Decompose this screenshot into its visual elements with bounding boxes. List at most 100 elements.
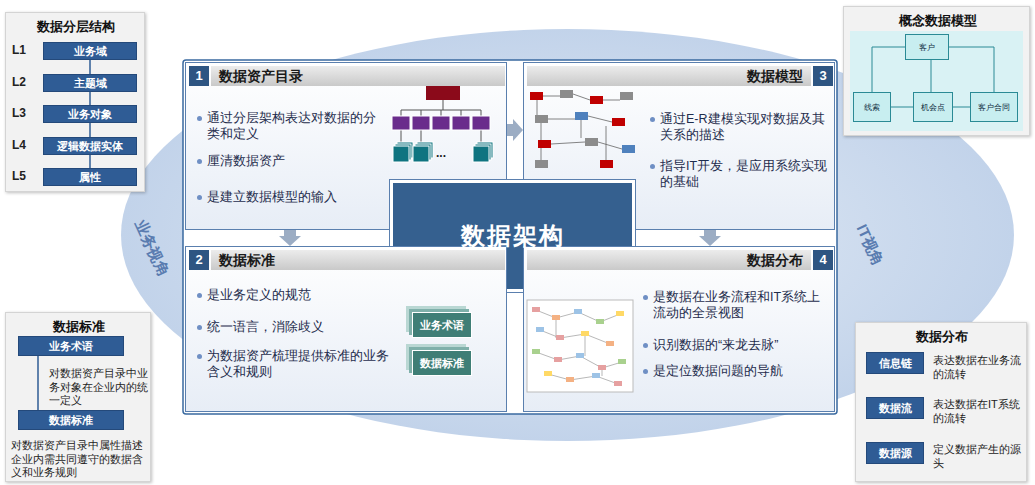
stacked-card: 数据标准 bbox=[412, 350, 472, 376]
flow-arrow bbox=[507, 124, 513, 136]
er-entity bbox=[538, 140, 551, 148]
connector-line bbox=[891, 107, 913, 108]
bullet-text: 为数据资产梳理提供标准的业务含义和规则 bbox=[196, 348, 401, 380]
entity-stack bbox=[395, 144, 411, 160]
distribution-panel: 数据分布表达数据在业务流的流转表达数据在IT系统的流转定义数据产生的源头信息链数… bbox=[855, 322, 1027, 482]
node-text: 3 bbox=[813, 66, 833, 86]
layer-box: 主题域 bbox=[43, 74, 137, 92]
hierarchy-illustration bbox=[392, 86, 493, 162]
text-slot: 定义数据产生的源头 bbox=[933, 442, 1025, 470]
text-slot: 数据分层结构 bbox=[6, 18, 146, 36]
node-text: 数据分布 bbox=[856, 328, 1028, 346]
connector-line bbox=[949, 47, 994, 92]
flow-item bbox=[566, 377, 574, 382]
node-text: 数据模型 bbox=[527, 66, 811, 86]
text-slot: 为数据资产梳理提供标准的业务含义和规则 bbox=[196, 348, 401, 380]
node-text: 1 bbox=[189, 66, 209, 86]
text-slot: 表达数据在业务流的流转 bbox=[933, 353, 1025, 381]
tbar-shape: 数据模型 bbox=[527, 66, 811, 86]
er-lines bbox=[537, 94, 622, 160]
flow-arrow bbox=[704, 230, 716, 236]
domain-cell bbox=[472, 116, 490, 130]
term-box: 数据标准 bbox=[18, 410, 124, 430]
label-slot: L4 bbox=[12, 138, 36, 152]
flow-item bbox=[544, 371, 552, 376]
flow-item bbox=[592, 373, 600, 378]
text-slot: 业务域 bbox=[74, 44, 107, 59]
bullet-text: 通过分层架构表达对数据的分类和定义 bbox=[196, 110, 386, 142]
text-slot: 是业务定义的规范 bbox=[196, 287, 401, 303]
bullet-text: 指导IT开发，是应用系统实现的基础 bbox=[649, 158, 831, 190]
node-text: 对数据资产目录中属性描述企业内需共同遵守的数据含义和业务规则 bbox=[11, 439, 147, 480]
node-text: 数据标准 bbox=[211, 250, 505, 270]
text-slot: 概念数据模型 bbox=[844, 12, 1031, 30]
entity-stack bbox=[473, 146, 489, 162]
flow-map-frame bbox=[527, 300, 633, 392]
bullet-text: 是数据在业务流程和IT系统上流动的全景视图 bbox=[642, 289, 832, 321]
text-slot: 对数据资产目录中属性描述企业内需共同遵守的数据含义和业务规则 bbox=[11, 439, 147, 480]
domain-cell bbox=[452, 116, 470, 130]
term-box: 信息链 bbox=[866, 352, 924, 374]
bullet-text: 是业务定义的规范 bbox=[196, 287, 401, 303]
entity-box: 线索 bbox=[853, 92, 891, 122]
main-frame bbox=[183, 60, 837, 414]
er-entity bbox=[585, 138, 598, 146]
entity-stack bbox=[477, 142, 493, 158]
entity-stack bbox=[475, 144, 491, 160]
text-slot: 识别数据的“来龙去脉” bbox=[642, 337, 832, 353]
text-slot: 数据标准 bbox=[420, 356, 464, 371]
level-label: L5 bbox=[12, 169, 36, 183]
text-slot: 数据分布 bbox=[856, 328, 1028, 346]
text-slot: 业务对象 bbox=[68, 107, 112, 122]
node-label: 逻辑数据实体 bbox=[57, 139, 123, 154]
text-slot: 业务视角 bbox=[117, 238, 187, 258]
text-slot: 属性 bbox=[79, 170, 101, 185]
node-label: 客户合同 bbox=[978, 102, 1010, 113]
flow-item bbox=[598, 365, 606, 370]
entity-stack bbox=[393, 146, 409, 162]
node-text: 定义数据产生的源头 bbox=[933, 442, 1025, 470]
layer-box: 业务域 bbox=[43, 42, 137, 60]
connector-line bbox=[89, 60, 91, 74]
quadrant-panel: 4数据分布是数据在业务流程和IT系统上流动的全景视图识别数据的“来龙去脉” 是定位… bbox=[523, 246, 835, 412]
er-entity bbox=[620, 92, 633, 100]
flow-item bbox=[536, 327, 544, 332]
flow-item bbox=[556, 335, 564, 340]
er-entity bbox=[575, 112, 588, 120]
text-slot: 逻辑数据实体 bbox=[57, 139, 123, 154]
flow-item bbox=[532, 349, 540, 354]
node-label: 线索 bbox=[864, 102, 880, 113]
er-entity bbox=[535, 160, 548, 168]
domain-cell bbox=[432, 116, 450, 130]
text-slot: 信息链 bbox=[879, 356, 912, 371]
flow-map-illustration bbox=[527, 300, 633, 392]
node-text: 业务视角 bbox=[128, 212, 176, 284]
text-slot: 机会点 bbox=[921, 102, 945, 113]
text-slot: 客户合同 bbox=[978, 102, 1010, 113]
er-illustration bbox=[530, 90, 635, 168]
node-label: 业务对象 bbox=[68, 107, 112, 122]
node-label: 数据架构 bbox=[461, 220, 565, 252]
text-slot: 业务术语 bbox=[49, 339, 93, 354]
connector-line bbox=[89, 155, 91, 168]
er-entity bbox=[600, 160, 613, 168]
flow-arrow bbox=[284, 230, 296, 236]
er-entity bbox=[530, 92, 543, 100]
entity-stack bbox=[413, 146, 429, 162]
entity-box: 机会点 bbox=[913, 92, 953, 122]
node-text: 数据分布 bbox=[527, 250, 811, 270]
node-label: 数据源 bbox=[879, 446, 912, 461]
node-label: 数据流 bbox=[879, 401, 912, 416]
bullet-text: 识别数据的“来龙去脉” bbox=[642, 337, 832, 353]
text-slot: 客户 bbox=[919, 42, 935, 53]
flow-item bbox=[576, 353, 584, 358]
bullet-text: 厘清数据资产 bbox=[196, 153, 386, 169]
er-entity bbox=[560, 90, 573, 98]
node-label: 数据标准 bbox=[420, 356, 464, 371]
layer-panel: 数据分层结构业务域主题域业务对象逻辑数据实体属性 bbox=[5, 12, 145, 192]
model-panel: 概念数据模型客户线索 机会点 客户合同 bbox=[843, 6, 1030, 136]
bullet-text: 是定位数据问题的导航 bbox=[642, 363, 832, 379]
root-box bbox=[426, 86, 460, 100]
er-entity bbox=[622, 145, 635, 153]
numbox-shape: 4 bbox=[813, 250, 833, 270]
